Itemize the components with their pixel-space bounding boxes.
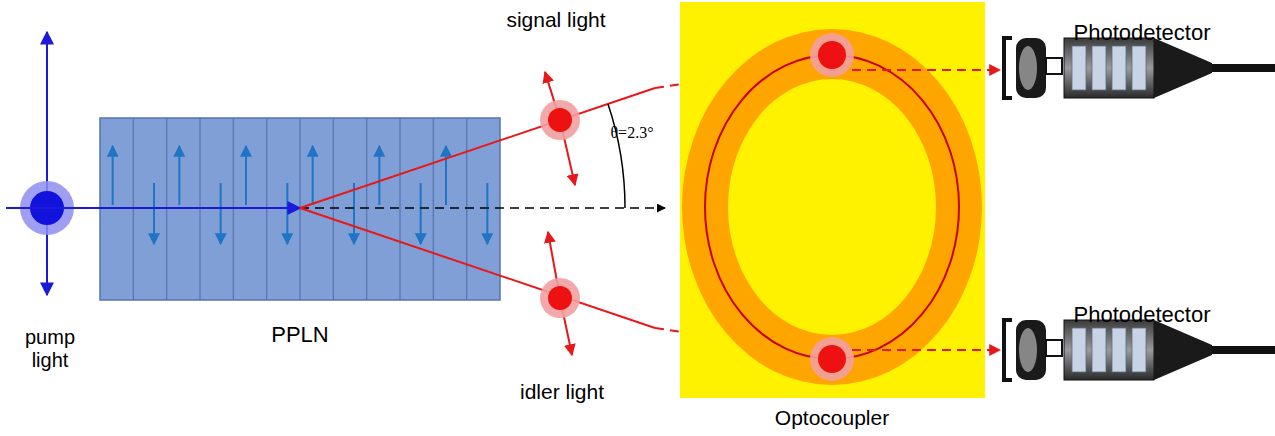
signal-polarization-symbol [540, 72, 580, 185]
beam-label: signal light [506, 8, 605, 32]
pump-light-symbol [20, 32, 74, 295]
photodetector-icon [1004, 38, 1275, 98]
component-label: PPLN [271, 322, 328, 347]
beam-label: pump light [20, 326, 80, 372]
idler-polarization-symbol [540, 232, 580, 355]
device-label: Photodetector [1074, 20, 1211, 45]
optocoupler-illustration [680, 2, 985, 398]
pump-beam [6, 207, 300, 209]
angle-arc [608, 104, 625, 208]
component-label: Optocoupler [775, 406, 889, 430]
photodetector-icon [1004, 320, 1275, 380]
angle-label: θ=2.3° [610, 124, 653, 142]
device-label: Photodetector [1074, 302, 1211, 327]
beam-label: idler light [520, 380, 604, 404]
optical-axis [300, 207, 665, 209]
detector-beams [852, 70, 1000, 350]
